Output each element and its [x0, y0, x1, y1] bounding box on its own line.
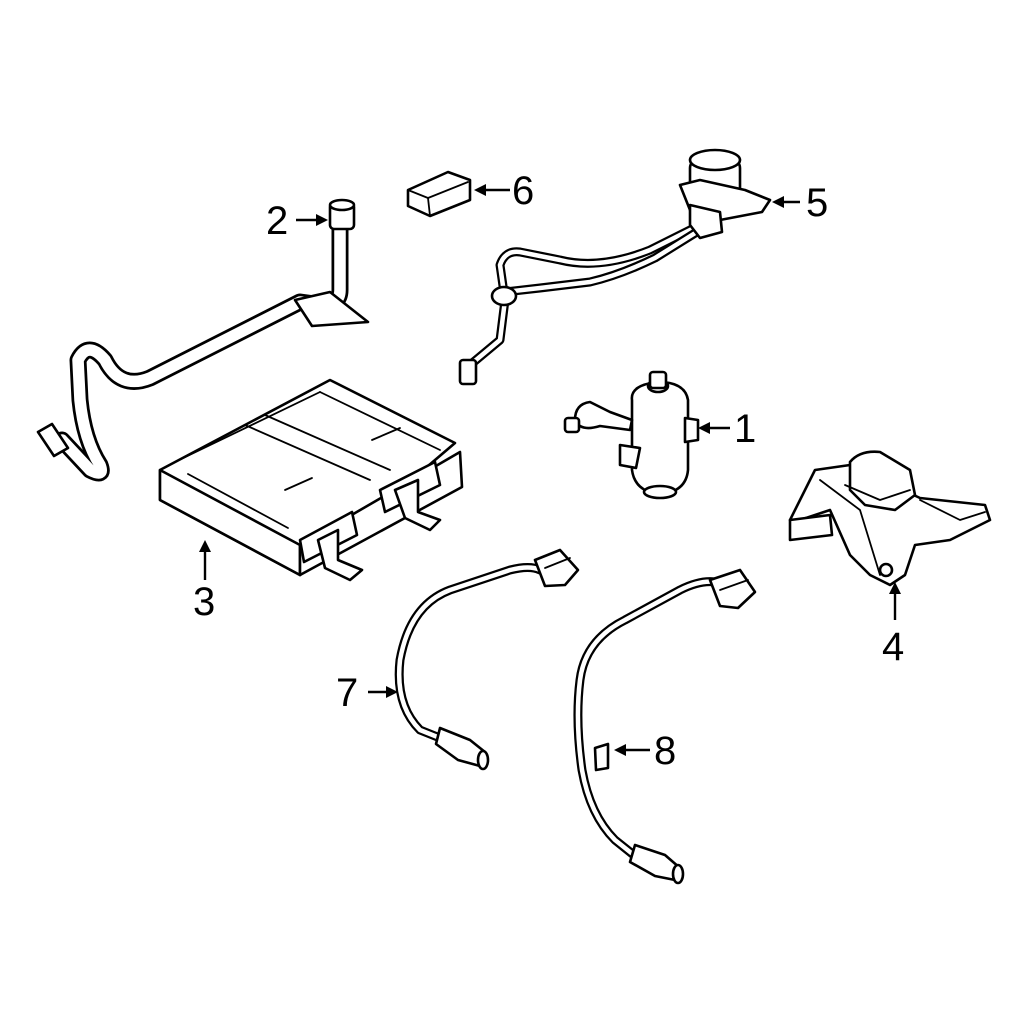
callout-1: 1 — [734, 407, 756, 451]
callout-3: 3 — [193, 580, 215, 624]
arrowhead-8 — [614, 744, 626, 756]
arrowhead-4 — [889, 582, 901, 594]
part-4-pump-bracket[interactable] — [788, 450, 992, 587]
callout-5: 5 — [806, 181, 828, 225]
part-5-purge-valve[interactable] — [458, 148, 772, 386]
callout-6: 6 — [512, 169, 534, 213]
callout-4: 4 — [882, 625, 904, 669]
callout-labels: 1 2 3 4 5 6 7 8 — [193, 169, 904, 773]
callout-7: 7 — [336, 671, 358, 715]
part-6-cap[interactable] — [406, 170, 472, 218]
arrowhead-5 — [772, 196, 784, 208]
part-8-oxygen-sensor[interactable] — [573, 568, 757, 885]
arrowhead-2 — [316, 214, 328, 226]
callout-2: 2 — [266, 199, 288, 243]
part-7-oxygen-sensor[interactable] — [394, 548, 580, 771]
part-2-vapor-hose[interactable] — [36, 198, 370, 482]
arrowhead-3 — [199, 540, 211, 552]
part-3-canister[interactable] — [158, 378, 464, 582]
callout-arrows — [199, 184, 901, 756]
callout-8: 8 — [654, 729, 676, 773]
part-1-air-pump[interactable] — [563, 370, 700, 500]
arrowhead-6 — [474, 184, 486, 196]
arrowhead-7 — [386, 686, 398, 698]
arrowhead-1 — [698, 422, 710, 434]
